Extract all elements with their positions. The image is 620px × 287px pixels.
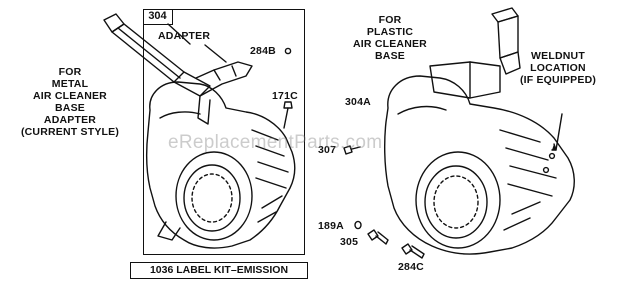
bolt-284c [401,243,425,259]
note-line: BASE [55,102,85,114]
part-307-label: 307 [318,144,337,156]
metal-adapter [103,13,253,125]
note-line: LOCATION [530,62,586,74]
weldnut-note: WELDNUT LOCATION (IF EQUIPPED) [500,50,616,86]
kit-304-frame [143,9,305,255]
watermark-text: eReplacementParts.com [168,132,383,153]
part-304-tag: 304 [143,9,173,25]
part-305-label: 305 [340,236,359,248]
note-line: AIR CLEANER [33,90,107,102]
screw-171c [283,101,293,129]
part-284c-label: 284C [398,261,424,273]
label-kit-box: 1036 LABEL KIT–EMISSION [130,262,308,279]
note-line: ADAPTER [43,114,97,126]
part-284b-label: 284B [250,45,276,57]
note-line: PLASTIC [366,26,414,38]
note-line: (IF EQUIPPED) [519,74,597,86]
screw-307 [343,145,361,155]
blower-housing-304a [383,75,575,255]
bolt-305 [367,229,389,245]
note-line: BASE [375,50,405,62]
note-line: FOR [378,14,402,26]
note-line: WELDNUT [531,50,585,62]
plastic-adapter [429,7,521,99]
note-line: (CURRENT STYLE) [20,126,120,138]
part-304a-label: 304A [345,96,371,108]
part-171c-label: 171C [272,90,298,102]
note-line: METAL [51,78,89,90]
box304-leader [167,23,191,45]
metal-adapter-note: FOR METAL AIR CLEANER BASE ADAPTER (CURR… [14,66,126,138]
weldnut-leader [555,113,563,151]
adapter-label: ADAPTER [158,30,211,42]
note-line: FOR [58,66,82,78]
plastic-adapter-note: FOR PLASTIC AIR CLEANER BASE [338,14,442,62]
part-189a-label: 189A [318,220,344,232]
note-line: AIR CLEANER [353,38,427,50]
weldnut-arrowhead [551,143,557,151]
screw-284b [284,47,292,55]
adapter-leader [204,44,227,63]
blower-housing-304 [145,81,296,249]
washer-189a [354,220,362,230]
